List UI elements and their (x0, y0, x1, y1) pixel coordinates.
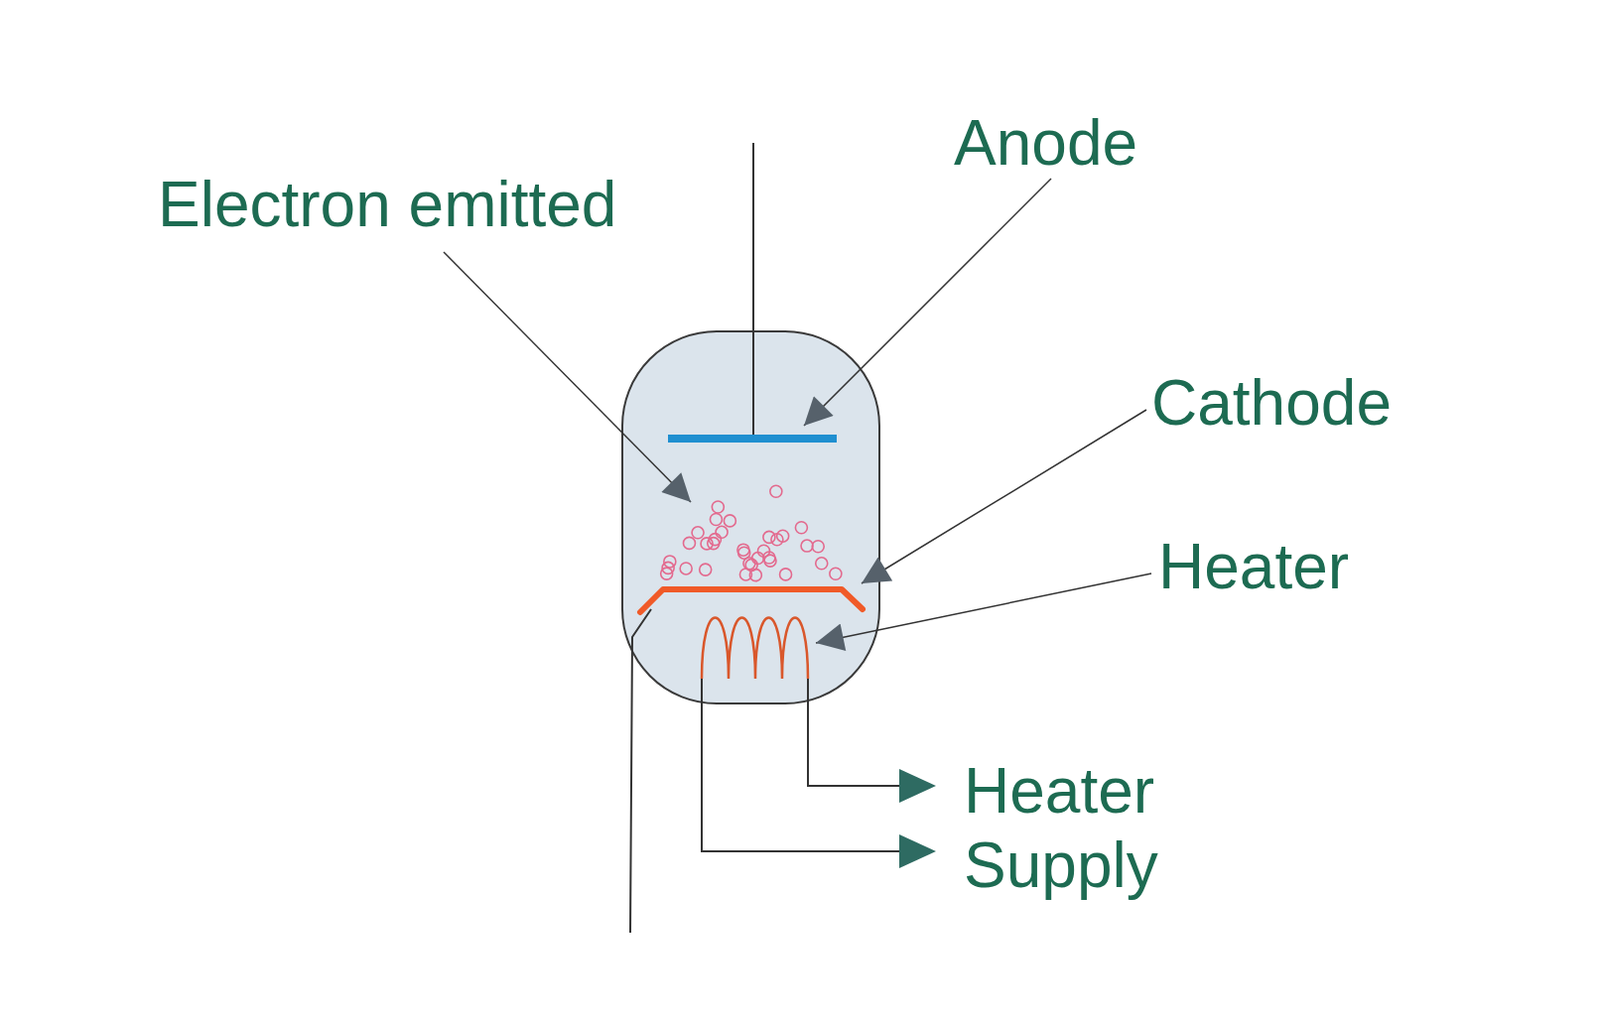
leader-line (443, 252, 691, 503)
anode-lead-inner (752, 331, 755, 439)
electron (829, 567, 842, 580)
cathode-lead (630, 609, 652, 934)
electron (715, 526, 728, 538)
electron (771, 533, 784, 546)
electron (707, 537, 720, 550)
electron (770, 485, 783, 498)
electron (737, 543, 750, 556)
part-label: Electron emitted (157, 167, 617, 243)
leader-line (861, 409, 1147, 584)
electron (679, 562, 692, 575)
electron (699, 563, 712, 576)
heater-lead (701, 678, 902, 852)
part-label: Cathode (1151, 366, 1392, 441)
electron (780, 568, 793, 581)
electron (682, 536, 695, 549)
electron (800, 539, 813, 552)
supply-arrowhead (899, 769, 936, 803)
heater-lead (807, 678, 902, 787)
electron (739, 568, 752, 581)
part-label: Heater (1158, 530, 1349, 605)
electron (763, 531, 776, 543)
supply-arrowhead (899, 834, 936, 869)
part-label: Anode (953, 106, 1138, 181)
leader-line (803, 178, 1052, 426)
anode-plate (667, 434, 837, 443)
anode-lead (752, 142, 755, 439)
electron (709, 513, 722, 526)
part-label: Heater Supply (963, 754, 1193, 904)
heater-coil (701, 618, 808, 680)
electron (661, 567, 673, 580)
electron (795, 522, 807, 534)
glass-envelope (622, 331, 880, 704)
electron (815, 557, 828, 570)
electron (711, 501, 724, 514)
electron (811, 540, 824, 553)
electron (763, 551, 776, 564)
leader-line (815, 573, 1152, 644)
electron (723, 515, 736, 528)
cathode-plate (640, 589, 863, 613)
electron (691, 527, 704, 539)
